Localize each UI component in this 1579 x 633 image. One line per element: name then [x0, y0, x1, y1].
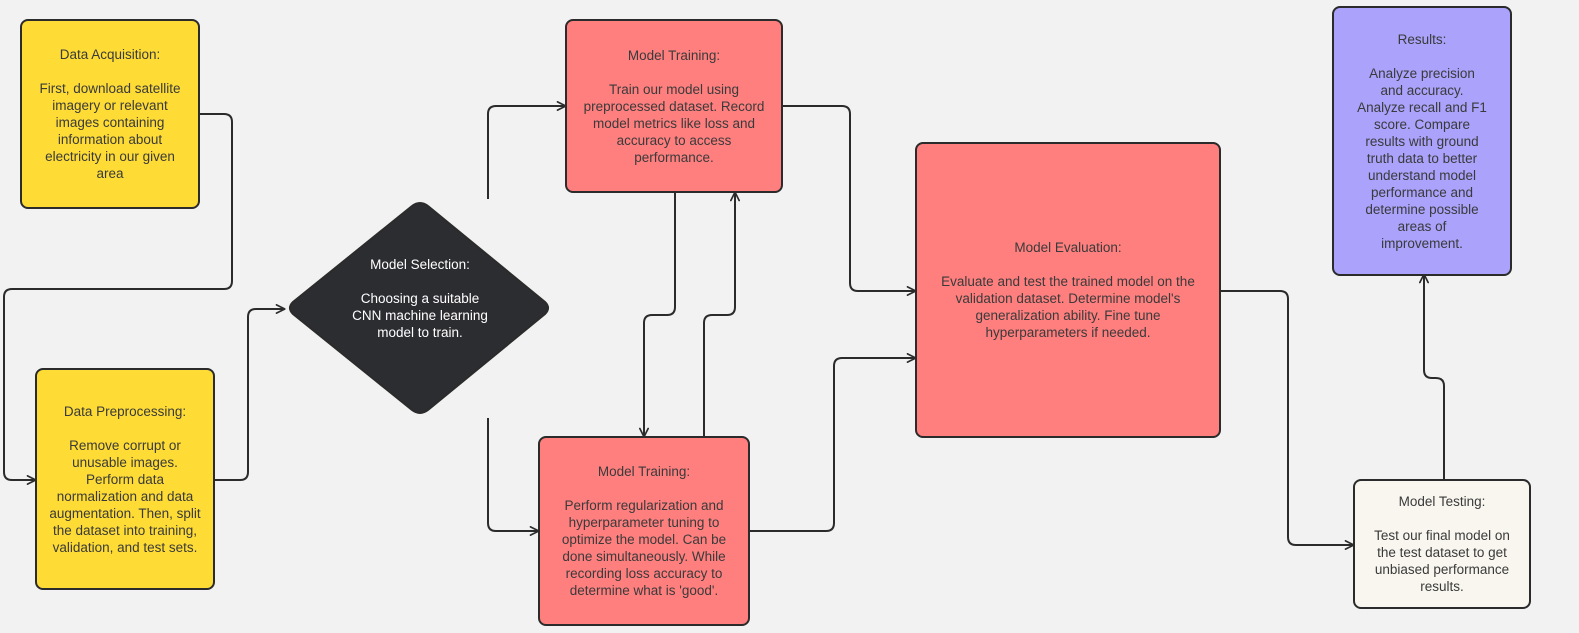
edge-evaluation-to-testing — [1221, 290, 1355, 550]
node-title: Model Evaluation: — [1014, 240, 1122, 255]
node-title: Model Testing: — [1398, 494, 1486, 509]
edge-acquisition-to-preprocessing — [3, 113, 233, 485]
node-description: Remove corrupt or unusable images. Perfo… — [49, 437, 201, 555]
node-title: Model Training: — [597, 464, 691, 479]
edge-selection-to-training2 — [487, 418, 540, 536]
node-title: Data Acquisition: — [59, 47, 161, 62]
model-selection-diamond[interactable] — [289, 202, 549, 414]
node-description: Analyze precision and accuracy. Analyze … — [1357, 65, 1487, 251]
node-title: Data Preprocessing: — [63, 403, 187, 419]
model-selection-label: Model Selection: Choosing a suitable CNN… — [330, 256, 510, 341]
model-testing-node[interactable]: Model Testing: Test our final model on t… — [1353, 479, 1531, 609]
node-description: Evaluate and test the trained model on t… — [941, 274, 1195, 340]
edge-training2-to-training1 — [703, 191, 740, 436]
data-acquisition-node[interactable]: Data Acquisition: First, download satell… — [20, 19, 200, 209]
edge-training1-to-training2 — [639, 193, 676, 438]
node-title: Model Selection: — [370, 257, 470, 272]
edge-preprocessing-to-selection — [214, 304, 286, 481]
results-node[interactable]: Results: Analyze precision and accuracy.… — [1332, 6, 1512, 276]
node-title: Results: — [1397, 31, 1447, 47]
edge-testing-to-results — [1419, 273, 1445, 479]
edge-training2-to-evaluation — [750, 353, 917, 532]
edge-training1-to-evaluation — [783, 105, 917, 296]
node-title: Model Training: — [627, 47, 721, 63]
node-description: Test our final model on the test dataset… — [1374, 528, 1510, 594]
node-description: Choosing a suitable CNN machine learning… — [352, 291, 488, 340]
node-description: First, download satellite imagery or rel… — [39, 81, 181, 181]
model-training-node-1[interactable]: Model Training: Train our model using pr… — [565, 19, 783, 193]
model-training-node-2[interactable]: Model Training: Perform regularization a… — [538, 436, 750, 626]
data-preprocessing-node[interactable]: Data Preprocessing: Remove corrupt or un… — [35, 368, 215, 590]
node-description: Train our model using preprocessed datas… — [583, 81, 765, 165]
node-description: Perform regularization and hyperparamete… — [561, 498, 727, 598]
model-evaluation-node[interactable]: Model Evaluation: Evaluate and test the … — [915, 142, 1221, 438]
edge-selection-to-training1 — [487, 101, 567, 199]
